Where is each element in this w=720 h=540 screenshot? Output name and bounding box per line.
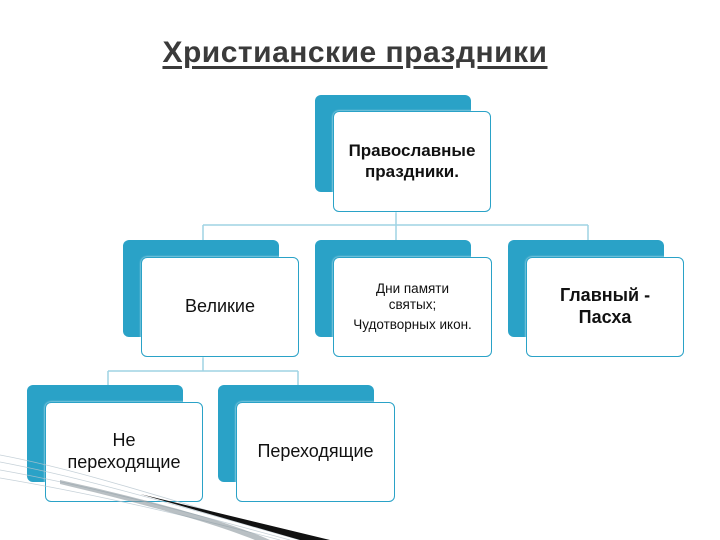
node-label: Не переходящие: [67, 430, 181, 472]
swoosh-dark-stroke: [140, 494, 330, 540]
swoosh-gray-stroke: [60, 480, 270, 540]
node-orthodox-holidays: Православные праздники.: [315, 95, 491, 212]
node-label: Великие: [185, 296, 255, 317]
node-fixed: Не переходящие: [27, 385, 203, 502]
node-label: Главный - Пасха: [559, 285, 651, 327]
page-title: Христианские праздники: [162, 36, 548, 69]
node-label: Православные праздники.: [348, 141, 476, 181]
node-great: Великие: [123, 240, 299, 357]
node-movable: Переходящие: [218, 385, 395, 502]
node-label-line2: Чудотворных икон.: [353, 316, 472, 332]
node-memorial-days: Дни памяти святых; Чудотворных икон.: [315, 240, 492, 357]
node-main-easter: Главный - Пасха: [508, 240, 684, 357]
node-label: Переходящие: [257, 441, 374, 462]
node-label-line1: Дни памяти святых;: [375, 281, 450, 313]
